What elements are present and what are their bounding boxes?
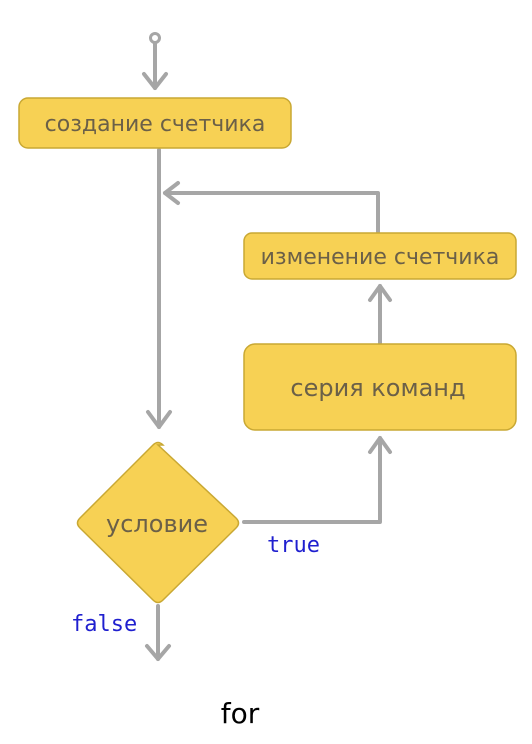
connectors xyxy=(142,32,392,661)
update-node: изменение счетчика xyxy=(243,232,517,280)
update-label: изменение счетчика xyxy=(261,245,500,270)
condition-diamond xyxy=(76,441,240,604)
condition-node: условие xyxy=(76,441,240,604)
update-to-main-line xyxy=(163,191,380,234)
init-to-condition-head xyxy=(146,410,172,429)
body-box xyxy=(243,343,517,431)
true-label: true xyxy=(267,533,320,558)
update-box xyxy=(243,232,517,280)
true-branch-head xyxy=(368,436,392,454)
condition-label: условие xyxy=(106,510,208,538)
false-label: false xyxy=(71,612,137,637)
diagram-caption: for xyxy=(221,697,260,730)
init-label: создание счетчика xyxy=(45,112,266,137)
true-branch-line xyxy=(242,436,382,524)
update-to-main-head xyxy=(163,181,180,205)
init-box xyxy=(18,97,292,149)
body-node: серия команд xyxy=(243,343,517,431)
body-label: серия команд xyxy=(290,374,465,402)
body-to-update-head xyxy=(368,284,392,302)
entry-arrow-head xyxy=(142,72,168,90)
false-branch-head xyxy=(145,644,171,661)
init-node: создание счетчика xyxy=(18,97,292,149)
